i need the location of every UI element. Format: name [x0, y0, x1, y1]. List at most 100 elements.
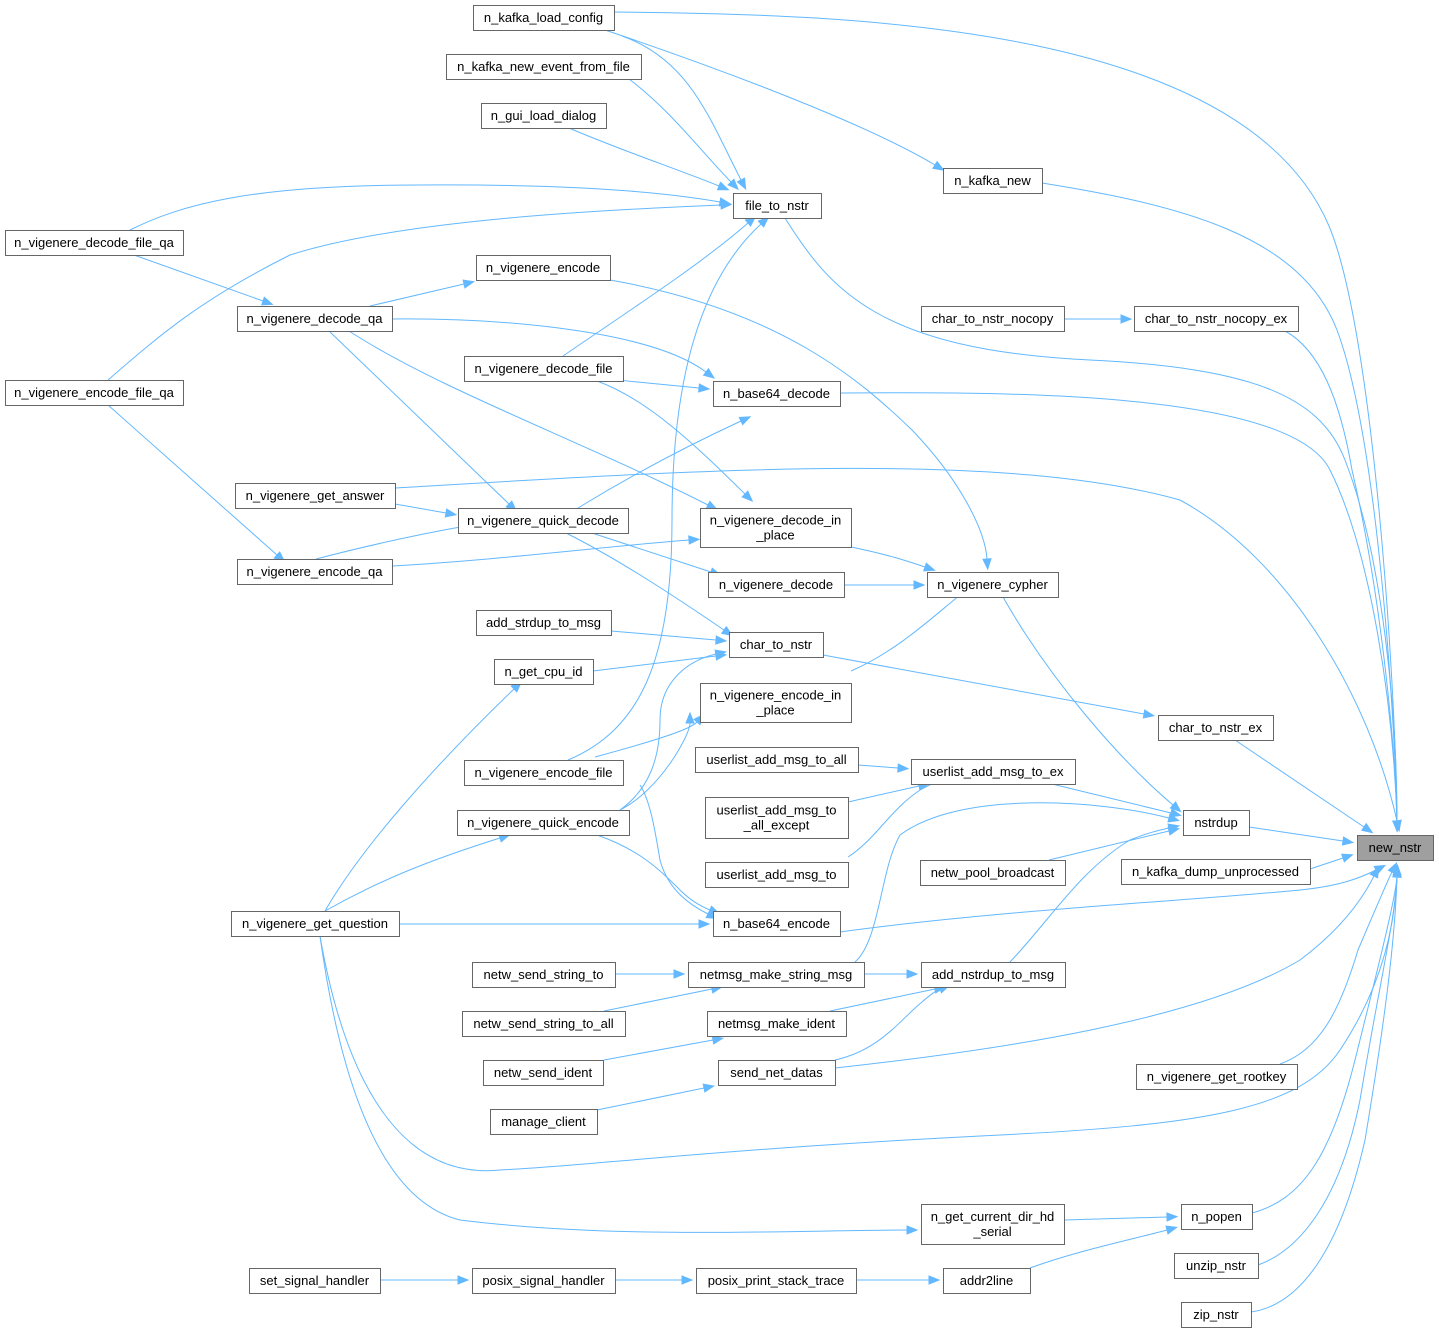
node-userlist_add_msg_to[interactable]: userlist_add_msg_to [705, 862, 849, 888]
node-n_vigenere_decode_file_qa[interactable]: n_vigenere_decode_file_qa [5, 230, 184, 256]
node-n_gui_load_dialog[interactable]: n_gui_load_dialog [481, 103, 607, 129]
node-add_nstrdup_to_msg[interactable]: add_nstrdup_to_msg [921, 962, 1066, 988]
node-label: char_to_nstr_nocopy_ex [1145, 311, 1288, 326]
node-userlist_add_msg_to_all[interactable]: userlist_add_msg_to_all [695, 747, 859, 773]
node-box [729, 632, 824, 658]
node-label: n_get_current_dir_hd [931, 1209, 1055, 1224]
edge-line [609, 279, 988, 560]
node-n_kafka_dump_unprocessed[interactable]: n_kafka_dump_unprocessed [1121, 859, 1311, 885]
node-box [237, 306, 393, 332]
edge-n_vigenere_encode_qa-to-n_vigenere_decode_in_place [391, 535, 701, 567]
edge-line [1029, 1229, 1168, 1269]
node-n_vigenere_encode_file[interactable]: n_vigenere_encode_file [464, 760, 624, 786]
node-label: n_vigenere_quick_encode [467, 815, 619, 830]
edge-netw_pool_broadcast-to-nstrdup [1009, 823, 1181, 963]
edge-arrowhead [720, 200, 733, 210]
edge-netmsg_make_ident-to-add_nstrdup_to_msg [834, 865, 1380, 1069]
edge-add_nstrdup_to_msg-to-nstrdup [1309, 853, 1354, 870]
node-char_to_nstr_nocopy[interactable]: char_to_nstr_nocopy [921, 306, 1065, 332]
edge-unzip_nstr-to-new_nstr [380, 1275, 470, 1285]
node-n_vigenere_cypher[interactable]: n_vigenere_cypher [927, 572, 1059, 598]
node-n_vigenere_decode[interactable]: n_vigenere_decode [708, 572, 845, 598]
edge-n_base64_encode-to-new_nstr [603, 984, 724, 1012]
node-n_base64_decode[interactable]: n_base64_decode [713, 381, 841, 407]
node-box [921, 962, 1066, 988]
node-n_vigenere_decode_qa[interactable]: n_vigenere_decode_qa [237, 306, 393, 332]
node-n_kafka_new_event_from_file[interactable]: n_kafka_new_event_from_file [446, 54, 642, 80]
node-netw_send_string_to[interactable]: netw_send_string_to [472, 962, 616, 988]
edge-line [610, 630, 717, 641]
edge-line [319, 935, 908, 1233]
node-char_to_nstr[interactable]: char_to_nstr [729, 632, 824, 658]
edge-arrowhead [702, 367, 716, 379]
edge-add_strdup_to_msg-to-char_to_nstr [619, 649, 728, 811]
node-netw_send_ident[interactable]: netw_send_ident [483, 1060, 604, 1086]
node-label: userlist_add_msg_to_ex [923, 764, 1064, 779]
node-posix_signal_handler[interactable]: posix_signal_handler [472, 1268, 616, 1294]
edge-netmsg_make_string_msg-to-add_nstrdup_to_msg [834, 984, 951, 1061]
node-n_vigenere_encode_qa[interactable]: n_vigenere_encode_qa [237, 559, 393, 585]
node-zip_nstr[interactable]: zip_nstr [1181, 1302, 1252, 1328]
edge-userlist_add_msg_to_all_except-to-userlist_add_msg_to_ex [1051, 783, 1183, 818]
node-set_signal_handler[interactable]: set_signal_handler [249, 1268, 381, 1294]
node-netw_pool_broadcast[interactable]: netw_pool_broadcast [920, 860, 1066, 886]
node-n_vigenere_decode_file[interactable]: n_vigenere_decode_file [464, 356, 624, 382]
node-label: posix_print_stack_trace [708, 1273, 845, 1288]
edge-arrowhead [457, 1275, 470, 1285]
node-n_vigenere_get_rootkey[interactable]: n_vigenere_get_rootkey [1136, 1064, 1298, 1090]
node-n_vigenere_decode_in_place[interactable]: n_vigenere_decode_in_place [700, 508, 852, 548]
edge-n_kafka_load_config-to-file_to_nstr [621, 35, 747, 191]
edge-line [565, 532, 725, 631]
edge-arrowhead [688, 535, 701, 545]
node-netmsg_make_ident[interactable]: netmsg_make_ident [707, 1011, 847, 1037]
edge-arrowhead [714, 649, 728, 659]
node-userlist_add_msg_to_ex[interactable]: userlist_add_msg_to_ex [911, 759, 1076, 785]
node-n_vigenere_get_question[interactable]: n_vigenere_get_question [231, 911, 400, 937]
node-box [1158, 715, 1274, 741]
node-userlist_add_msg_to_all_except[interactable]: userlist_add_msg_to_all_except [705, 797, 849, 839]
node-n_vigenere_quick_encode[interactable]: n_vigenere_quick_encode [457, 810, 630, 836]
edge-line [857, 764, 899, 769]
node-box [921, 306, 1065, 332]
node-addr2line[interactable]: addr2line [943, 1268, 1031, 1294]
edge-line [319, 874, 1398, 1172]
node-unzip_nstr[interactable]: unzip_nstr [1174, 1253, 1259, 1279]
edge-userlist_add_msg_to-to-userlist_add_msg_to_ex [1048, 826, 1181, 861]
edge-line [854, 802, 1170, 963]
node-char_to_nstr_ex[interactable]: char_to_nstr_ex [1158, 715, 1274, 741]
node-netmsg_make_string_msg[interactable]: netmsg_make_string_msg [688, 962, 865, 988]
node-netw_send_string_to_all[interactable]: netw_send_string_to_all [462, 1011, 626, 1037]
node-nstrdup[interactable]: nstrdup [1183, 810, 1250, 836]
node-n_kafka_load_config[interactable]: n_kafka_load_config [473, 5, 615, 31]
node-add_strdup_to_msg[interactable]: add_strdup_to_msg [476, 610, 612, 636]
node-box [1134, 306, 1299, 332]
node-char_to_nstr_nocopy_ex[interactable]: char_to_nstr_nocopy_ex [1134, 306, 1299, 332]
edge-n_vigenere_get_answer-to-new_nstr [394, 467, 1402, 833]
node-manage_client[interactable]: manage_client [490, 1109, 598, 1135]
node-n_base64_encode[interactable]: n_base64_encode [713, 911, 841, 937]
node-label: n_vigenere_decode [719, 577, 833, 592]
node-new_nstr[interactable]: new_nstr [1357, 835, 1434, 861]
node-box [705, 862, 849, 888]
node-n_vigenere_get_answer[interactable]: n_vigenere_get_answer [235, 483, 396, 509]
edge-arrowhead [462, 279, 476, 289]
node-n_vigenere_encode_file_qa[interactable]: n_vigenere_encode_file_qa [5, 380, 184, 406]
edge-n_kafka_load_config-to-n_kafka_new [604, 29, 945, 171]
node-send_net_datas[interactable]: send_net_datas [718, 1060, 836, 1086]
edge-line [1251, 876, 1398, 1214]
node-posix_print_stack_trace[interactable]: posix_print_stack_trace [696, 1268, 857, 1294]
edge-n_vigenere_cypher-to-nstrdup [592, 651, 728, 672]
node-n_vigenere_encode[interactable]: n_vigenere_encode [476, 255, 611, 281]
node-n_get_current_dir_hd_serial[interactable]: n_get_current_dir_hd_serial [921, 1204, 1065, 1245]
edge-arrowhead [1392, 865, 1402, 878]
node-n_vigenere_encode_in_place[interactable]: n_vigenere_encode_in_place [700, 683, 852, 723]
node-box [695, 747, 859, 773]
edge-line [324, 688, 515, 912]
node-box [911, 759, 1076, 785]
node-n_vigenere_quick_decode[interactable]: n_vigenere_quick_decode [458, 508, 629, 534]
node-n_popen[interactable]: n_popen [1181, 1204, 1253, 1230]
node-n_kafka_new[interactable]: n_kafka_new [943, 168, 1043, 194]
node-n_get_cpu_id[interactable]: n_get_cpu_id [494, 659, 594, 685]
node-file_to_nstr[interactable]: file_to_nstr [733, 193, 822, 219]
node-box [231, 911, 400, 937]
